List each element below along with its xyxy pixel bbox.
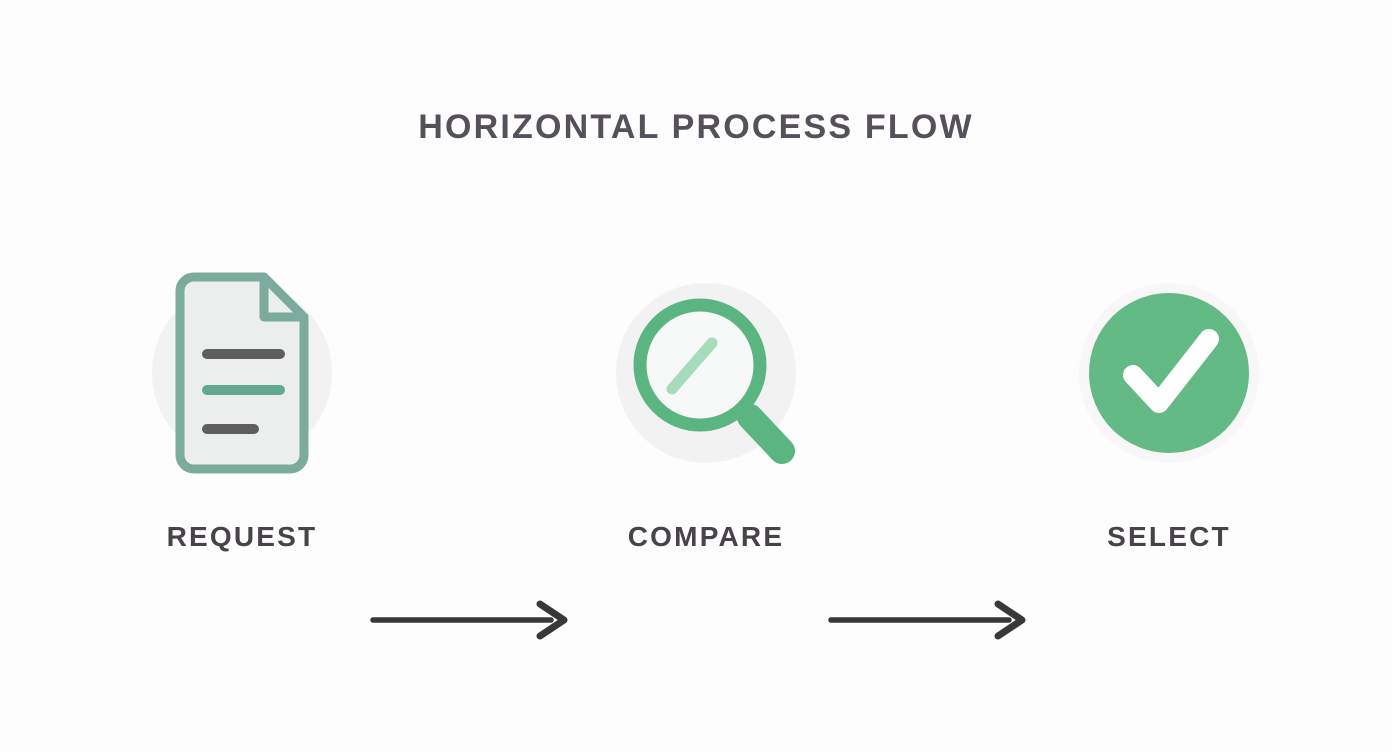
document-icon	[152, 272, 332, 474]
arrow-right-icon-1	[370, 600, 568, 640]
process-flow-row: REQUEST COMPARE	[0, 243, 1392, 640]
step-label-request: REQUEST	[166, 521, 318, 552]
icon-container-compare	[576, 243, 836, 503]
icon-container-select	[1039, 243, 1299, 503]
check-circle-icon	[1079, 283, 1259, 463]
process-step-select[interactable]: SELECT	[1039, 243, 1299, 603]
arrow-right-icon-2	[828, 600, 1026, 640]
process-step-request[interactable]: REQUEST	[112, 243, 372, 603]
process-step-compare[interactable]: COMPARE	[576, 243, 836, 603]
step-label-compare: COMPARE	[627, 521, 785, 552]
page-title: HORIZONTAL PROCESS FLOW	[418, 108, 974, 146]
step-label-select: SELECT	[1107, 521, 1231, 552]
magnifier-icon	[616, 283, 796, 464]
icon-container-request	[112, 243, 372, 503]
